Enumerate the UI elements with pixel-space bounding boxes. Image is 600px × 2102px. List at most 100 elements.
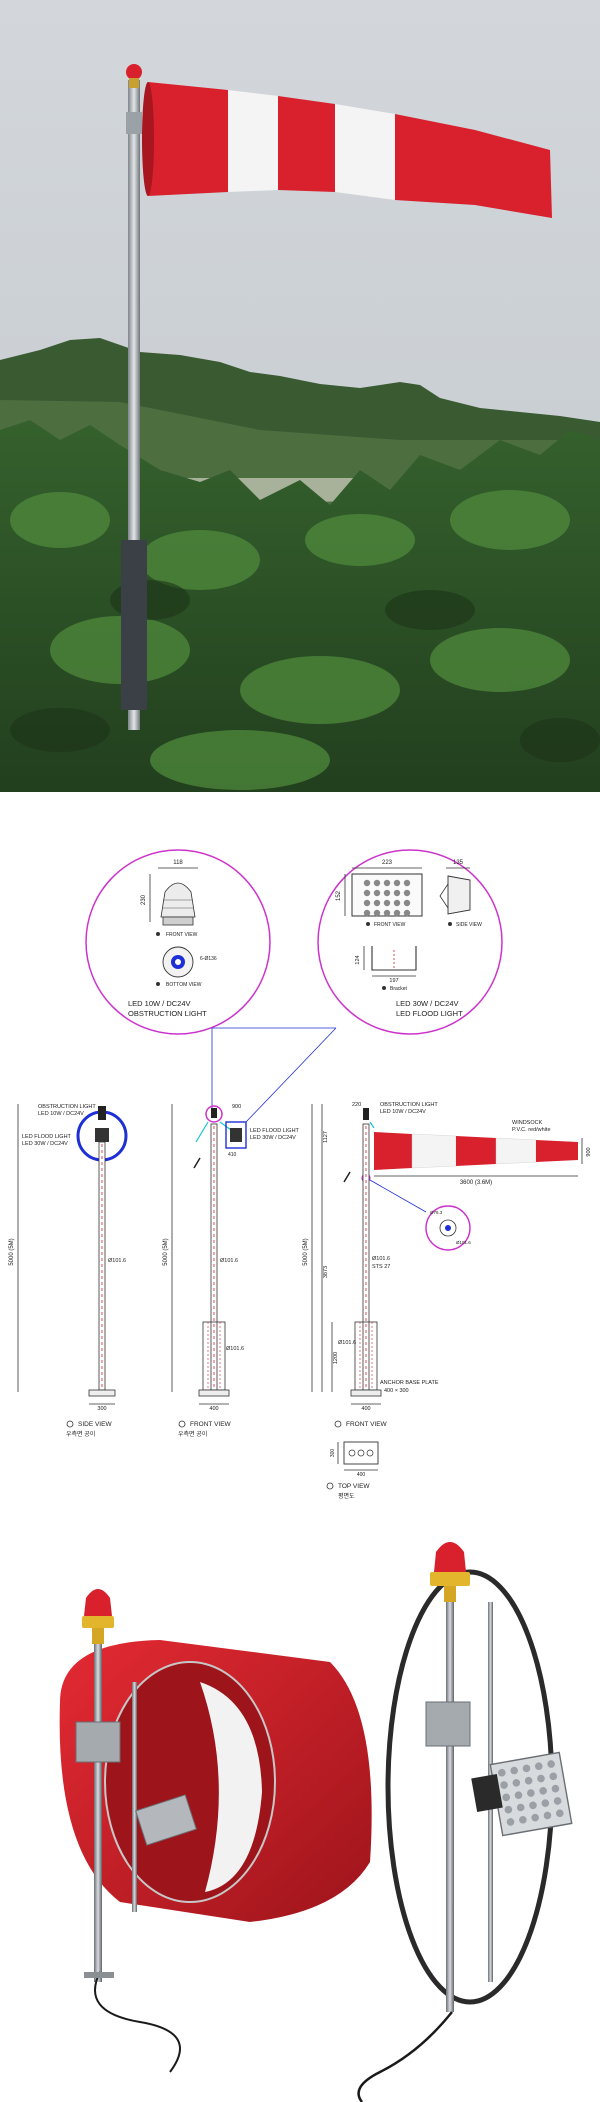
obstruction-caption-2: OBSTRUCTION LIGHT <box>128 1009 207 1018</box>
led-dot <box>527 1789 535 1797</box>
pointer-arrow <box>193 1157 201 1169</box>
pipe-dim: Ø101.6 <box>372 1256 390 1262</box>
led-dot <box>363 879 371 887</box>
windsock-inner-white <box>200 1682 262 1892</box>
led-dot <box>363 909 371 917</box>
callout-circle <box>205 1105 223 1123</box>
obstruction-light-icon <box>126 64 142 80</box>
dim-width: 223 <box>382 860 393 866</box>
obstruction-light-icon <box>434 1542 466 1572</box>
bracket-drawing <box>371 946 417 971</box>
led-dot <box>539 1787 547 1795</box>
top-dim: 900 <box>232 1104 241 1110</box>
view-subtitle: 우측면 공이 <box>66 1430 95 1438</box>
base-plate <box>198 1389 230 1397</box>
led-dot <box>512 1779 521 1787</box>
dim-depth: 135 <box>453 860 464 866</box>
obstruction-light-detail: 118 230 FRONT VIEW 6-Ø136 BOTTOM VIEW LE… <box>85 849 271 1035</box>
label-obstruction-2: LED 10W / DC24V <box>380 1109 426 1115</box>
base-dim: 400 <box>361 1406 370 1412</box>
led-dot <box>403 879 411 887</box>
dim-1127: 1127 <box>323 1131 329 1143</box>
ring-dim-2: Ø101.6 <box>456 1240 471 1245</box>
led-dot <box>534 1762 543 1771</box>
label-flood-2: LED 30W / DC24V <box>22 1141 68 1147</box>
top-view-drawing: 300 400 TOP VIEW 평면도 <box>326 1441 379 1500</box>
base-dim: 400 <box>209 1406 218 1412</box>
label-obstruction-1: OBSTRUCTION LIGHT <box>38 1104 96 1110</box>
power-cable <box>94 1971 181 2073</box>
detail-circle <box>317 849 503 1035</box>
windsock-field-illustration <box>0 0 600 792</box>
dim-height: 230 <box>141 894 147 905</box>
flood-bracket <box>471 1774 503 1812</box>
base-dim: 300 <box>97 1406 106 1412</box>
pipe-dim-2: STS 27 <box>372 1264 390 1270</box>
height-dim: 5000 (5M) <box>303 1238 309 1265</box>
led-dot <box>383 879 391 887</box>
top-dim-height: 300 <box>330 1449 336 1458</box>
anchor-label-2: 400 × 300 <box>384 1388 409 1394</box>
pole-flange <box>84 1972 114 1978</box>
view-marker-icon <box>156 982 160 986</box>
windsock-ring-assembly <box>59 1589 372 2073</box>
led-dot <box>549 1772 558 1781</box>
pole <box>94 1642 102 1982</box>
pipe-dim: Ø101.6 <box>220 1258 238 1264</box>
height-dim: 5000 (5M) <box>9 1238 15 1265</box>
drawing-canvas: 118 230 FRONT VIEW 6-Ø136 BOTTOM VIEW LE… <box>9 849 592 1500</box>
flood-caption-2: LED FLOOD LIGHT <box>396 1009 463 1018</box>
obstruction-light-icon <box>211 1108 217 1118</box>
led-dot <box>373 899 381 907</box>
product-photos <box>0 1532 600 2102</box>
led-dot <box>547 1760 555 1768</box>
pipe-dim-lower: Ø101.6 <box>338 1340 356 1346</box>
view-marker-icon <box>156 932 160 936</box>
ring-strut <box>132 1682 137 1912</box>
base-plate <box>350 1389 382 1397</box>
led-grid <box>363 879 411 917</box>
front-view-label: FRONT VIEW <box>166 932 198 938</box>
view-subtitle: 우측면 공이 <box>178 1430 207 1438</box>
view-subtitle: 평면도 <box>338 1492 355 1500</box>
obstruction-light-base <box>129 78 139 88</box>
label-flood-1: LED FLOOD LIGHT <box>250 1128 300 1134</box>
view-marker-icon <box>382 986 386 990</box>
led-dot <box>373 909 381 917</box>
label-flood-1: LED FLOOD LIGHT <box>22 1134 72 1140</box>
pointer-arrow <box>343 1171 351 1183</box>
led-dot <box>373 879 381 887</box>
bracket-dim-h: 124 <box>355 955 361 964</box>
view-title: FRONT VIEW <box>346 1421 388 1428</box>
technical-drawing: 118 230 FRONT VIEW 6-Ø136 BOTTOM VIEW LE… <box>0 792 600 1532</box>
label-obstruction-2: LED 10W / DC24V <box>38 1111 84 1117</box>
led-dot <box>393 899 401 907</box>
view-marker-icon <box>66 1420 74 1428</box>
led-dot <box>555 1809 564 1818</box>
led-grid <box>498 1760 564 1826</box>
base-plate <box>88 1389 116 1397</box>
pine-highlights <box>10 490 570 790</box>
pine-shrubs <box>0 420 600 792</box>
junction-box <box>425 1701 471 1747</box>
led-dot <box>510 1766 518 1775</box>
obstruction-light-icon <box>363 1108 369 1120</box>
view-marker-icon <box>334 1420 342 1428</box>
led-dot <box>500 1781 508 1789</box>
led-dot <box>541 1799 550 1807</box>
ring-strut <box>195 1121 209 1143</box>
led-dot <box>373 889 381 897</box>
detail-circle <box>85 849 271 1035</box>
windsock-ring <box>104 1661 276 1903</box>
side-view-drawing: OBSTRUCTION LIGHT LED 10W / DC24V LED FL… <box>9 1104 128 1438</box>
ring-dim-1: Ø76.3 <box>430 1210 443 1215</box>
led-dot <box>551 1784 560 1793</box>
view-title: FRONT VIEW <box>190 1421 232 1428</box>
flood-side-body <box>447 875 471 915</box>
windsock <box>142 82 552 218</box>
dim-width: 118 <box>173 860 183 866</box>
power-cable <box>357 2011 453 2102</box>
dim-height: 152 <box>336 890 342 901</box>
led-dot <box>504 1805 513 1814</box>
led-dot <box>502 1793 511 1802</box>
